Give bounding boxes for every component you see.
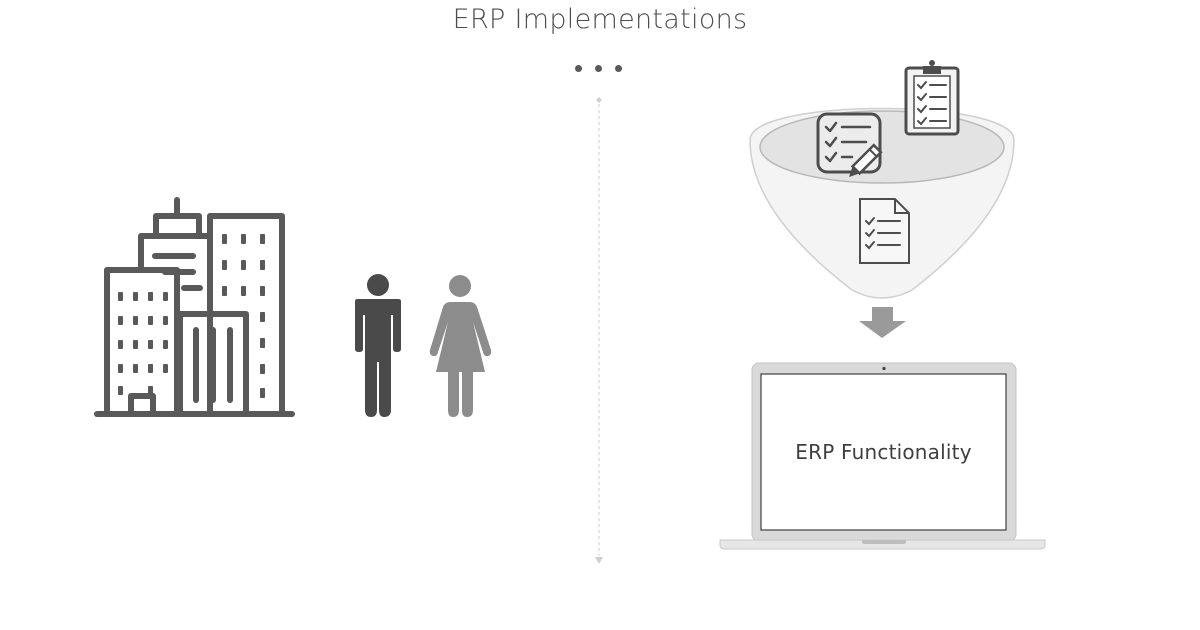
office-buildings-icon <box>94 197 295 417</box>
vertical-divider <box>595 97 603 564</box>
dot <box>595 65 602 72</box>
clipboard-checklist-icon <box>904 60 960 136</box>
ellipsis-dots <box>575 65 625 73</box>
woman-icon <box>429 275 492 417</box>
document-checklist-icon <box>859 198 910 264</box>
dot <box>615 65 622 72</box>
page-title: ERP Implementations <box>452 4 748 35</box>
dot <box>575 65 582 72</box>
laptop-icon <box>719 362 1046 550</box>
down-arrow-icon <box>859 307 906 338</box>
man-icon <box>355 274 401 417</box>
checklist-pencil-icon <box>816 112 883 177</box>
laptop-screen-label: ERP Functionality <box>795 440 972 464</box>
building-windows <box>118 234 265 398</box>
